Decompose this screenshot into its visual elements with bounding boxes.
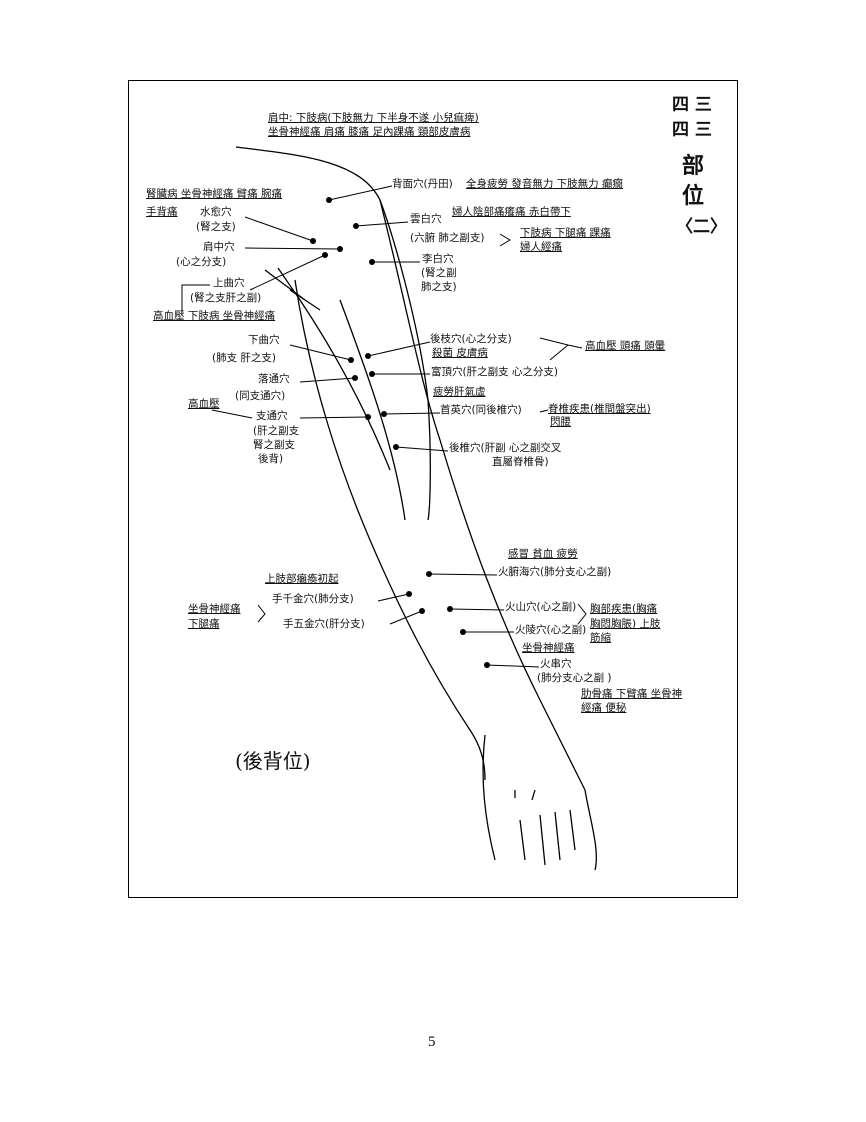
diagram-label: 坐骨神經痛 bbox=[188, 603, 241, 615]
diagram-label: 李白穴 bbox=[422, 253, 454, 265]
diagram-label: 殺菌 皮膚病 bbox=[432, 347, 488, 359]
diagram-label: 經痛 便秘 bbox=[581, 702, 627, 714]
diagram-label: (肺分支心之副 ) bbox=[537, 672, 612, 684]
diagram-frame bbox=[128, 80, 738, 898]
diagram-label: (肺支 肝之支) bbox=[212, 352, 277, 364]
diagram-label: 坐骨神經痛 bbox=[522, 642, 575, 654]
diagram-label: 閃腰 bbox=[550, 416, 571, 428]
diagram-label: 後背) bbox=[258, 453, 284, 465]
diagram-label: 高血壓 下肢病 坐骨神經痛 bbox=[153, 310, 276, 322]
title-line: 部 bbox=[682, 153, 705, 179]
diagram-label: 肩中: 下肢病(下肢無力 下半身不遂 小兒痲痺) bbox=[268, 112, 479, 124]
diagram-label: 高血壓 bbox=[188, 398, 220, 410]
diagram-label: 支通穴 bbox=[256, 410, 288, 422]
diagram-label: 肋骨痛 下臂痛 坐骨神 bbox=[581, 688, 683, 700]
diagram-label: 下曲穴 bbox=[248, 334, 280, 346]
title-line: 四 三 bbox=[672, 95, 712, 115]
diagram-label: 後枝穴(心之分支) bbox=[430, 333, 512, 345]
diagram-label: 筋縮 bbox=[590, 632, 611, 644]
title-line: 〈二〉 bbox=[676, 217, 727, 237]
diagram-label: 坐骨神經痛 肩痛 膝痛 足內踝痛 頸部皮膚病 bbox=[268, 126, 471, 138]
leader-lines bbox=[181, 185, 587, 668]
arm-outline bbox=[235, 146, 598, 871]
diagram-label: 直屬脊椎骨) bbox=[492, 456, 549, 468]
diagram-label: (六腑 肺之副支) bbox=[410, 232, 485, 244]
diagram-label: 疲勞肝氣虛 bbox=[433, 386, 486, 398]
diagram-label: 上肢部癱瘓初起 bbox=[265, 573, 339, 585]
title-line: 位 bbox=[682, 183, 705, 209]
diagram-label: 富頂穴(肝之副支 心之分支) bbox=[431, 366, 559, 378]
diagram-label: 雲白穴 bbox=[410, 213, 442, 225]
diagram-label: 後椎穴(肝副 心之副交叉 bbox=[449, 442, 562, 454]
diagram-label: 腎臟病 坐骨神經痛 臂痛 腕痛 bbox=[146, 188, 283, 200]
diagram-label: 脊椎疾患(椎間盤突出) bbox=[548, 403, 651, 415]
diagram-label: 婦人經痛 bbox=[520, 241, 562, 253]
diagram-label: 下腿痛 bbox=[188, 618, 220, 630]
diagram-label: 火腑海穴(肺分支心之副) bbox=[498, 566, 612, 578]
diagram-label: 手背痛 bbox=[146, 206, 178, 218]
diagram-label: 胸部疾患(胸痛 bbox=[590, 603, 658, 615]
diagram-label: 背面穴(丹田) bbox=[392, 178, 453, 190]
diagram-label: 手千金穴(肺分支) bbox=[272, 593, 354, 605]
diagram-label: 下肢病 下腿痛 踝痛 bbox=[520, 227, 611, 239]
diagram-label: (腎之支) bbox=[196, 221, 236, 233]
diagram-label: 首英穴(同後椎穴) bbox=[440, 404, 522, 416]
diagram-label: 肩中穴 bbox=[203, 241, 235, 253]
diagram-label: 落通穴 bbox=[258, 373, 290, 385]
acupoint-dots bbox=[310, 197, 490, 668]
diagram-label: 腎之副支 bbox=[253, 439, 295, 451]
diagram-label: 婦人陰部痛癢痛 赤白帶下 bbox=[452, 206, 571, 218]
diagram-label: 胸悶胸脹) 上肢 bbox=[590, 618, 661, 630]
diagram-label: 火陵穴(心之副) bbox=[515, 624, 587, 636]
view-label: (後背位) bbox=[235, 749, 311, 773]
diagram-label: (同支通穴) bbox=[235, 390, 286, 402]
diagram-label: (肝之副支 bbox=[253, 425, 300, 437]
diagram-label: 手五金穴(肝分支) bbox=[283, 618, 365, 630]
diagram-label: 上曲穴 bbox=[213, 277, 245, 289]
title-line: 四 三 bbox=[672, 120, 712, 140]
diagram-label: 水愈穴 bbox=[200, 206, 232, 218]
diagram-label: 感冒 貧血 疲勞 bbox=[508, 548, 578, 560]
diagram-label: (腎之支肝之副) bbox=[190, 292, 262, 304]
diagram-label: (心之分支) bbox=[176, 256, 227, 268]
diagram-label: (腎之副 bbox=[421, 267, 457, 279]
diagram-label: 肺之支) bbox=[421, 281, 457, 293]
diagram-label: 火串穴 bbox=[540, 658, 572, 670]
diagram-label: 高血壓 頭痛 頭暈 bbox=[585, 340, 666, 352]
diagram-label: 火山穴(心之副) bbox=[505, 601, 577, 613]
page-number: 5 bbox=[428, 1034, 436, 1050]
diagram-label: 全身疲勞 發音無力 下肢無力 癲癇 bbox=[466, 178, 624, 190]
